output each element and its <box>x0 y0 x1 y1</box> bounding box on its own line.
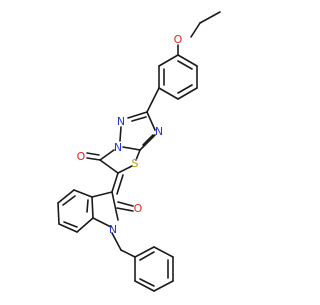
bond <box>92 217 112 228</box>
bond <box>119 126 122 142</box>
bond <box>63 221 78 228</box>
bond <box>131 116 147 122</box>
structure-diagram: O N N N O S O N <box>57 11 221 292</box>
bond <box>177 54 198 67</box>
bond <box>135 149 141 161</box>
bond <box>117 201 134 207</box>
bond <box>99 149 115 161</box>
bond <box>153 246 174 258</box>
bond <box>190 22 201 38</box>
atom-label-sulfur: S <box>132 157 139 170</box>
bond <box>111 172 119 193</box>
bond <box>116 174 124 195</box>
bond <box>91 191 113 198</box>
bond <box>177 84 193 94</box>
bond <box>58 223 78 233</box>
bond <box>86 152 100 156</box>
bond <box>86 199 89 213</box>
bond <box>86 157 101 161</box>
bond <box>153 280 174 292</box>
molecule-canvas: O N N N O S O N <box>57 11 221 292</box>
bond <box>120 249 136 258</box>
bond <box>57 189 75 204</box>
atom-label-thiazolone-oxygen: O <box>77 150 86 163</box>
bond <box>199 11 221 24</box>
bond <box>76 217 94 233</box>
bond <box>127 111 148 119</box>
bond <box>142 134 154 146</box>
bond <box>111 232 122 251</box>
bond <box>91 196 94 219</box>
bond <box>139 251 155 261</box>
atom-label-lactam-nitrogen: N <box>109 223 117 236</box>
bond <box>146 87 160 113</box>
atom-label-triazole-n3: N <box>114 141 122 154</box>
atom-label-lactam-oxygen: O <box>134 202 143 215</box>
atom-label-layer: O N N N O S O N <box>77 33 183 236</box>
bond <box>73 189 93 198</box>
bond <box>99 159 119 174</box>
bond <box>117 165 133 174</box>
bond <box>139 278 155 287</box>
bond <box>57 202 60 225</box>
bond <box>62 195 76 206</box>
bond <box>177 87 198 100</box>
bond <box>134 246 155 258</box>
bond-layer <box>57 11 221 292</box>
atom-label-triazole-n2: N <box>117 115 125 128</box>
bond <box>122 146 141 151</box>
atom-label-ether-oxygen: O <box>174 33 183 46</box>
bond <box>139 134 156 151</box>
bond <box>146 111 156 131</box>
bond <box>111 191 119 221</box>
bond <box>158 54 179 67</box>
bond <box>116 207 134 212</box>
atom-label-triazole-n5: N <box>155 125 163 138</box>
bond <box>158 87 179 100</box>
bond <box>134 280 155 292</box>
bond <box>177 60 193 70</box>
